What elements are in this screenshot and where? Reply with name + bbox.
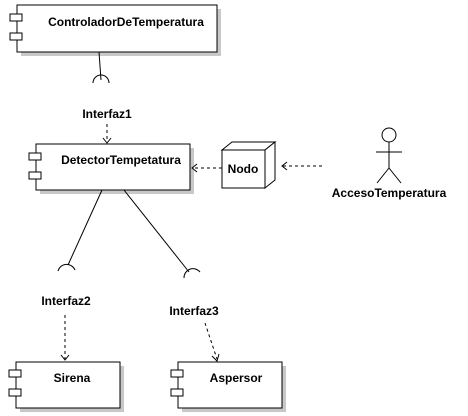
component-label: ControladorDeTemperatura	[48, 15, 204, 29]
component-aspersor[interactable]: Aspersor	[170, 361, 286, 412]
interface-label-1: Interfaz1	[82, 107, 132, 121]
component-port-icon	[28, 171, 42, 180]
interface-label-2: Interfaz2	[41, 294, 91, 308]
deployment-node[interactable]: Nodo	[220, 140, 277, 190]
dependency-arrowhead	[191, 163, 198, 173]
component-label: DetectorTempetatura	[61, 153, 181, 167]
component-port-icon	[9, 13, 23, 22]
component-port-icon	[170, 388, 184, 397]
component-port-icon	[8, 388, 22, 397]
required-interface-socket	[57, 263, 76, 272]
component-port-icon	[170, 369, 184, 378]
dependency-arrowhead	[102, 137, 112, 144]
component-sirena[interactable]: Sirena	[8, 361, 124, 412]
component-port-icon	[8, 369, 22, 378]
interface-label-3: Interfaz3	[169, 304, 219, 318]
component-label: Sirena	[54, 371, 91, 385]
component-controlador[interactable]: ControladorDeTemperatura	[9, 4, 221, 56]
dependency-arrowhead	[281, 161, 288, 171]
node-front-face	[221, 149, 266, 189]
component-port-icon	[28, 152, 42, 161]
component-detector[interactable]: DetectorTempetatura	[28, 143, 194, 194]
node-label: Nodo	[228, 162, 259, 176]
actor-acceso-temperatura[interactable]: AccesoTemperatura	[332, 127, 447, 200]
required-interface-socket	[183, 268, 201, 279]
actor-head	[381, 127, 397, 143]
component-port-icon	[9, 32, 23, 41]
dependency-arrowhead	[60, 354, 70, 361]
component-label: Aspersor	[210, 371, 263, 385]
node-side-face	[264, 140, 276, 190]
dependency-arrowhead	[211, 353, 220, 362]
actor-label: AccesoTemperatura	[332, 186, 447, 200]
required-interface-socket	[92, 74, 110, 84]
